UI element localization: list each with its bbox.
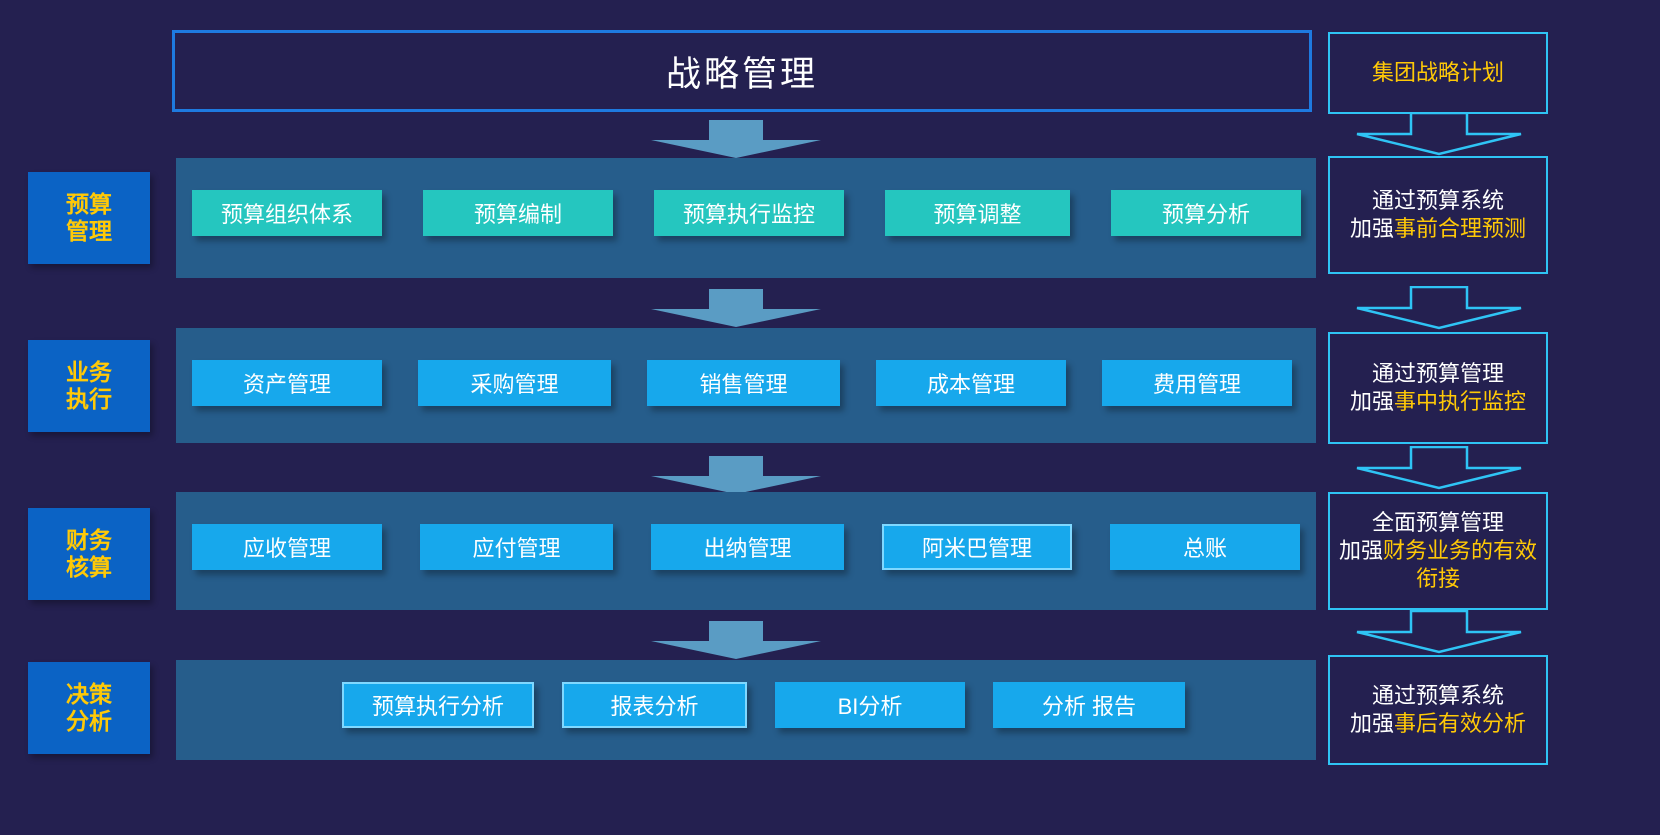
right-box-segment: 通过预算管理 — [1371, 361, 1504, 387]
chip-procurement-management[interactable]: 采购管理 — [418, 360, 611, 406]
chip-budget-analysis[interactable]: 预算分析 — [1111, 190, 1301, 236]
category-label: 决策 分析 — [66, 680, 112, 734]
chip-label: BI分析 — [837, 694, 903, 719]
chip-label: 资产管理 — [242, 372, 331, 397]
chip-label: 预算分析 — [1161, 202, 1250, 227]
right-box-segment: 加强 — [1349, 711, 1394, 736]
chip-budget-org-system[interactable]: 预算组织体系 — [192, 190, 382, 236]
chip-general-ledger[interactable]: 总账 — [1110, 524, 1300, 570]
chip-group: 资产管理 采购管理 销售管理 成本管理 费用管理 — [176, 360, 1316, 406]
chip-group: 预算组织体系 预算编制 预算执行监控 预算调整 预算分析 — [176, 190, 1316, 236]
chip-analysis-report[interactable]: 分析 报告 — [993, 682, 1185, 728]
right-box-segment: 加强 — [1349, 216, 1394, 241]
right-arrow-down-3 — [1355, 446, 1523, 490]
right-box-segment-highlight: 事后有效分析 — [1394, 711, 1527, 736]
chip-group: 预算执行分析 报表分析 BI分析 分析 报告 — [176, 682, 1316, 728]
right-box-segment: 加强 — [1338, 538, 1383, 564]
row-band-financial-accounting: 应收管理 应付管理 出纳管理 阿米巴管理 总账 — [176, 492, 1316, 610]
chip-budget-execution-analysis[interactable]: 预算执行分析 — [342, 682, 534, 728]
chip-expense-management[interactable]: 费用管理 — [1102, 360, 1292, 406]
strategy-banner-title: 战略管理 — [665, 54, 818, 94]
chip-label: 成本管理 — [926, 372, 1015, 397]
chip-budget-execution-monitoring[interactable]: 预算执行监控 — [654, 190, 844, 236]
chip-label: 预算执行分析 — [371, 694, 504, 719]
category-box-financial-accounting[interactable]: 财务 核算 — [28, 508, 150, 600]
right-box-in-event-monitoring[interactable]: 通过预算管理 加强事中执行监控 — [1328, 332, 1548, 444]
category-box-budget-management[interactable]: 预算 管理 — [28, 172, 150, 264]
chip-label: 预算编制 — [473, 202, 562, 227]
right-box-text: 通过预算系统 加强事前合理预测 — [1344, 187, 1532, 242]
flow-arrow-down-2 — [651, 289, 821, 327]
right-box-text: 集团战略计划 — [1366, 59, 1510, 87]
chip-label: 销售管理 — [699, 372, 788, 397]
chip-sales-management[interactable]: 销售管理 — [647, 360, 840, 406]
chip-group: 应收管理 应付管理 出纳管理 阿米巴管理 总账 — [176, 524, 1316, 570]
right-box-pre-event-forecast[interactable]: 通过预算系统 加强事前合理预测 — [1328, 156, 1548, 274]
category-box-decision-analysis[interactable]: 决策 分析 — [28, 662, 150, 754]
right-box-text: 全面预算管理 加强财务业务的有效衔接 — [1330, 509, 1546, 592]
chip-receivables-management[interactable]: 应收管理 — [192, 524, 382, 570]
chip-label: 阿米巴管理 — [921, 536, 1032, 561]
right-arrow-down-2 — [1355, 286, 1523, 330]
right-box-text: 通过预算系统 加强事后有效分析 — [1344, 682, 1532, 737]
chip-budget-preparation[interactable]: 预算编制 — [423, 190, 613, 236]
right-box-text: 通过预算管理 加强事中执行监控 — [1344, 360, 1532, 415]
chip-cashier-management[interactable]: 出纳管理 — [651, 524, 844, 570]
row-band-budget-management: 预算组织体系 预算编制 预算执行监控 预算调整 预算分析 — [176, 158, 1316, 278]
chip-asset-management[interactable]: 资产管理 — [192, 360, 382, 406]
right-box-segment-highlight: 事中执行监控 — [1394, 389, 1527, 414]
chip-label: 预算调整 — [933, 202, 1022, 227]
chip-cost-management[interactable]: 成本管理 — [876, 360, 1066, 406]
chip-label: 出纳管理 — [703, 536, 792, 561]
flow-arrow-down-1 — [651, 120, 821, 158]
right-arrow-down-4 — [1355, 610, 1523, 654]
category-label: 业务 执行 — [66, 358, 112, 412]
right-box-segment: 全面预算管理 — [1371, 510, 1504, 536]
right-box-segment: 通过预算系统 — [1371, 188, 1504, 214]
row-band-business-execution: 资产管理 采购管理 销售管理 成本管理 费用管理 — [176, 328, 1316, 443]
right-box-finance-business-linkage[interactable]: 全面预算管理 加强财务业务的有效衔接 — [1328, 492, 1548, 610]
chip-label: 应收管理 — [242, 536, 331, 561]
right-box-group-strategy-plan[interactable]: 集团战略计划 — [1328, 32, 1548, 114]
chip-report-analysis[interactable]: 报表分析 — [562, 682, 747, 728]
chip-label: 预算组织体系 — [220, 202, 353, 227]
chip-payables-management[interactable]: 应付管理 — [420, 524, 613, 570]
category-label: 预算 管理 — [66, 190, 112, 244]
right-box-post-event-analysis[interactable]: 通过预算系统 加强事后有效分析 — [1328, 655, 1548, 765]
chip-label: 分析 报告 — [1041, 694, 1137, 719]
chip-bi-analysis[interactable]: BI分析 — [775, 682, 965, 728]
right-arrow-down-1 — [1355, 112, 1523, 156]
chip-label: 报表分析 — [610, 694, 699, 719]
right-box-segment-highlight: 财务业务的有效衔接 — [1383, 538, 1538, 591]
flow-arrow-down-3 — [651, 456, 821, 494]
chip-label: 费用管理 — [1152, 372, 1241, 397]
row-band-decision-analysis: 预算执行分析 报表分析 BI分析 分析 报告 — [176, 660, 1316, 760]
chip-label: 应付管理 — [472, 536, 561, 561]
chip-amoeba-management[interactable]: 阿米巴管理 — [882, 524, 1072, 570]
right-box-segment: 集团战略计划 — [1371, 60, 1504, 86]
strategy-banner: 战略管理 — [172, 30, 1312, 112]
chip-budget-adjustment[interactable]: 预算调整 — [885, 190, 1070, 236]
right-box-segment: 通过预算系统 — [1371, 683, 1504, 709]
flow-arrow-down-4 — [651, 621, 821, 659]
category-label: 财务 核算 — [66, 526, 112, 580]
chip-label: 总账 — [1182, 536, 1227, 561]
chip-label: 采购管理 — [470, 372, 559, 397]
right-box-segment: 加强 — [1349, 389, 1394, 414]
chip-label: 预算执行监控 — [682, 202, 815, 227]
right-box-segment-highlight: 事前合理预测 — [1394, 216, 1527, 241]
category-box-business-execution[interactable]: 业务 执行 — [28, 340, 150, 432]
